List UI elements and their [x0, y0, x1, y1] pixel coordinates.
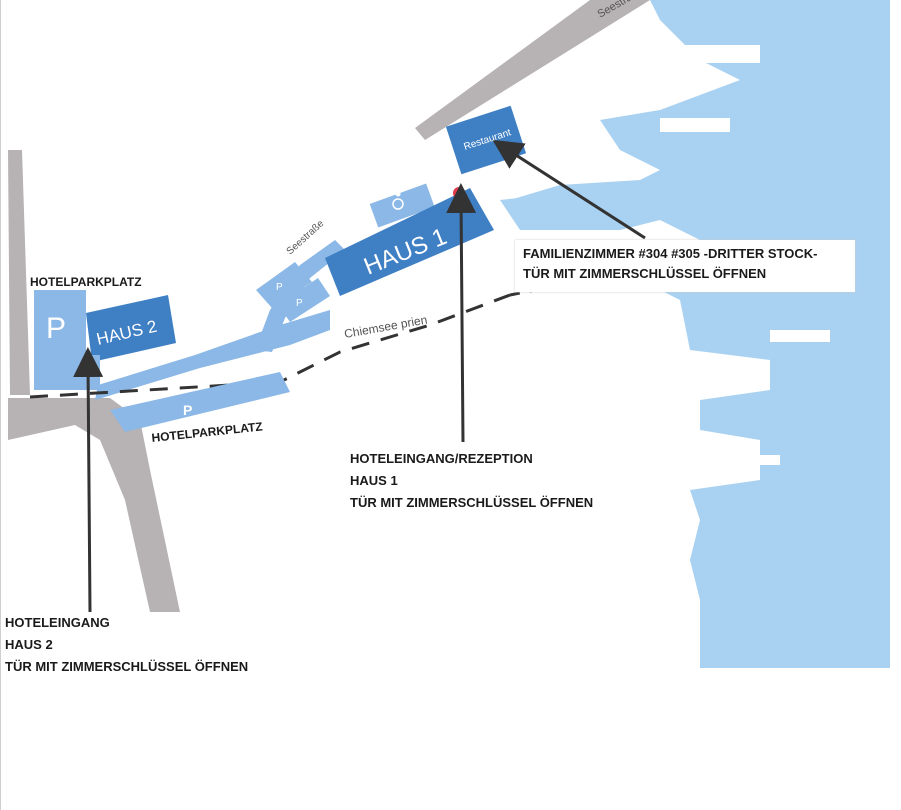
road-seestrasse — [415, 0, 650, 140]
parking-symbol-north-2: P — [296, 298, 303, 309]
hotelparkplatz-north-label: HOTELPARKPLATZ — [30, 275, 142, 289]
haus1-entrance-annotation: HOTELEINGANG/REZEPTION HAUS 1 TÜR MIT ZI… — [350, 448, 593, 514]
road-south — [8, 398, 180, 612]
familienzimmer-line2: TÜR MIT ZIMMERSCHLÜSSEL ÖFFNEN — [523, 266, 767, 281]
haus2-entrance-annotation: HOTELEINGANG HAUS 2 TÜR MIT ZIMMERSCHLÜS… — [5, 612, 248, 678]
familienzimmer-line1: FAMILIENZIMMER #304 #305 -DRITTER STOCK- — [523, 246, 818, 261]
haus2-entrance-line2: HAUS 2 — [5, 637, 53, 652]
lake-piers — [660, 45, 830, 465]
haus1-building — [325, 188, 494, 296]
parking-symbol-north-1: P — [276, 282, 283, 293]
reception-marker — [453, 187, 465, 199]
arrow-haus2-entrance — [73, 347, 104, 613]
railway-line — [29, 293, 511, 399]
parking-lot-west-inner — [72, 355, 100, 390]
arrow-familienzimmer — [492, 139, 646, 240]
haus1-entrance-line1: HOTELEINGANG/REZEPTION — [350, 451, 533, 466]
parking-lot-north — [256, 262, 312, 308]
parking-symbol-west: P — [46, 312, 66, 345]
road-west — [8, 150, 30, 395]
wheelchair-icon — [392, 191, 404, 210]
parking-lot-south — [110, 372, 290, 432]
arrow-haus1-entrance — [446, 183, 477, 443]
access-road-2 — [255, 240, 345, 352]
railway-label: Chiemsee prien — [343, 313, 428, 341]
haus2-building — [86, 295, 176, 362]
page-edge — [0, 0, 1, 810]
haus2-entrance-line3: TÜR MIT ZIMMERSCHLÜSSEL ÖFFNEN — [5, 659, 249, 674]
haus1-entrance-line2: HAUS 1 — [350, 473, 398, 488]
familienzimmer-callout: FAMILIENZIMMER #304 #305 -DRITTER STOCK-… — [515, 240, 855, 292]
parking-lot-north-2 — [278, 278, 330, 322]
hotelparkplatz-south-label: HOTELPARKPLATZ — [151, 419, 263, 445]
lake-chiemsee — [500, 0, 890, 668]
parking-symbol-south: P — [183, 402, 192, 418]
haus2-entrance-line1: HOTELEINGANG — [5, 615, 110, 630]
haus1-entrance-line3: TÜR MIT ZIMMERSCHLÜSSEL ÖFFNEN — [350, 495, 594, 510]
